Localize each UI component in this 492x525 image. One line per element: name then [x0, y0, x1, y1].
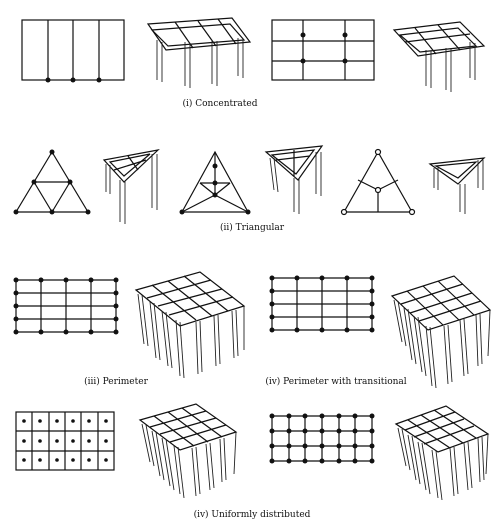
- perimeter-transitional-3d: [392, 276, 490, 388]
- triangular-plan-c: [342, 150, 415, 215]
- triangular-3d-b: [266, 146, 322, 214]
- triangular-plan-b: [180, 152, 251, 215]
- uniform-plan-b: [270, 414, 375, 464]
- uniform-3d-a: [140, 404, 236, 498]
- caption-triangular: (ii) Triangular: [220, 222, 285, 233]
- perimeter-plan: [14, 278, 119, 335]
- triangular-3d-c: [430, 158, 484, 214]
- concentrated-plan-b: [272, 20, 374, 80]
- caption-concentrated: (i) Concentrated: [182, 98, 257, 109]
- concentrated-plan-a: [22, 20, 124, 83]
- concentrated-3d-b: [394, 22, 484, 92]
- perimeter-transitional-plan: [270, 276, 375, 333]
- caption-uniform: (iv) Uniformly distributed: [194, 509, 311, 520]
- triangular-3d-a: [104, 150, 158, 224]
- uniform-plan-a: [16, 412, 114, 470]
- caption-perimeter-transitional: (iv) Perimeter with transitional: [265, 376, 406, 387]
- triangular-plan-a: [14, 150, 91, 215]
- caption-perimeter: (iii) Perimeter: [84, 376, 148, 387]
- uniform-3d-b: [396, 406, 488, 500]
- perimeter-3d: [136, 272, 244, 378]
- concentrated-3d-a: [148, 18, 250, 88]
